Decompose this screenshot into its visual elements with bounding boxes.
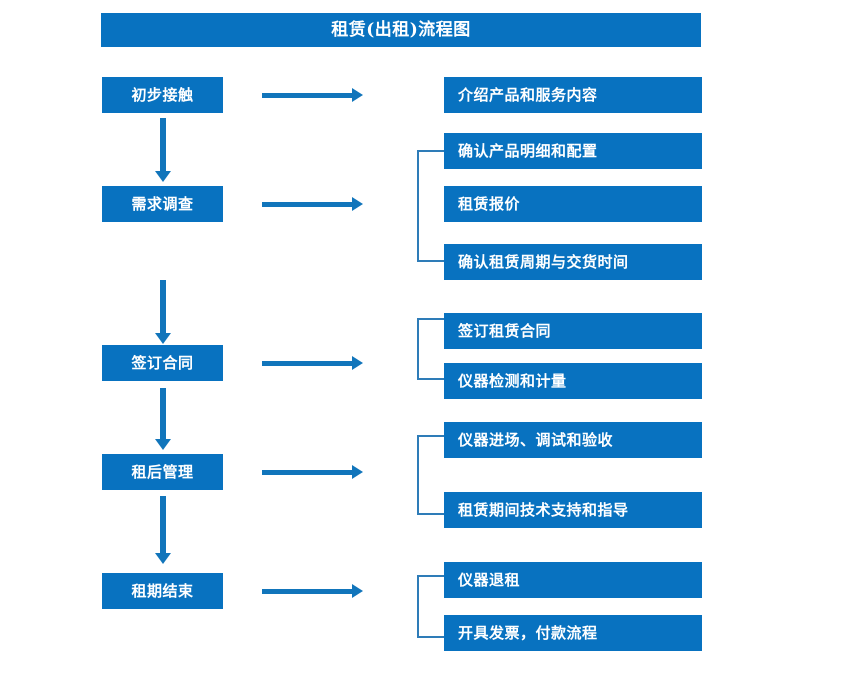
arrow-stage3-to-stage4 <box>155 388 171 450</box>
bracket-group-sign-contract <box>417 318 444 380</box>
detail-box-introduce-products[interactable]: 介绍产品和服务内容 <box>444 77 702 113</box>
arrow-shaft <box>262 93 352 98</box>
diagram-title-banner: 租赁(出租)流程图 <box>101 13 701 47</box>
detail-box-instrument-inspection[interactable]: 仪器检测和计量 <box>444 363 702 399</box>
arrow-head <box>155 439 171 450</box>
detail-box-confirm-period-delivery[interactable]: 确认租赁周期与交货时间 <box>444 244 702 280</box>
arrow-shaft <box>160 496 166 553</box>
arrow-head <box>352 88 363 102</box>
arrow-head <box>352 356 363 370</box>
detail-box-rental-quote[interactable]: 租赁报价 <box>444 186 702 222</box>
arrow-stage2-to-details <box>262 197 363 211</box>
detail-label: 确认产品明细和配置 <box>458 141 598 160</box>
arrow-head <box>352 197 363 211</box>
detail-label: 介绍产品和服务内容 <box>458 85 598 104</box>
arrow-shaft <box>160 118 166 171</box>
arrow-head <box>155 171 171 182</box>
arrow-shaft <box>160 280 166 333</box>
stage-box-sign-contract[interactable]: 签订合同 <box>102 345 223 381</box>
detail-box-instrument-entry-commissioning[interactable]: 仪器进场、调试和验收 <box>444 422 702 458</box>
arrow-stage1-to-stage2 <box>155 118 171 182</box>
arrow-head <box>352 584 363 598</box>
stage-box-demand-survey[interactable]: 需求调查 <box>102 186 223 222</box>
detail-label: 仪器检测和计量 <box>458 371 567 390</box>
arrow-shaft <box>262 470 352 475</box>
detail-box-technical-support[interactable]: 租赁期间技术支持和指导 <box>444 492 702 528</box>
detail-box-instrument-return[interactable]: 仪器退租 <box>444 562 702 598</box>
bracket-group-post-rental <box>417 435 444 515</box>
arrow-stage4-to-details <box>262 465 363 479</box>
detail-box-invoice-payment[interactable]: 开具发票，付款流程 <box>444 615 702 651</box>
stage-box-initial-contact[interactable]: 初步接触 <box>102 77 223 113</box>
bracket-group-demand-survey <box>417 150 444 262</box>
arrow-shaft <box>262 202 352 207</box>
detail-label: 租赁期间技术支持和指导 <box>458 500 629 519</box>
stage-label: 租后管理 <box>131 462 194 481</box>
arrow-stage2-to-stage3 <box>155 280 171 344</box>
stage-label: 租期结束 <box>131 581 194 600</box>
arrow-head <box>155 333 171 344</box>
arrow-shaft <box>262 589 352 594</box>
detail-box-sign-rental-contract[interactable]: 签订租赁合同 <box>444 313 702 349</box>
stage-label: 初步接触 <box>131 85 194 104</box>
stage-box-post-rental-management[interactable]: 租后管理 <box>102 454 223 490</box>
arrow-head <box>352 465 363 479</box>
detail-label: 签订租赁合同 <box>458 321 552 340</box>
arrow-stage1-to-details <box>262 88 363 102</box>
diagram-title-text: 租赁(出租)流程图 <box>331 19 471 40</box>
stage-label: 需求调查 <box>131 194 194 213</box>
detail-box-confirm-product-spec[interactable]: 确认产品明细和配置 <box>444 133 702 169</box>
detail-label: 确认租赁周期与交货时间 <box>458 252 629 271</box>
detail-label: 租赁报价 <box>458 194 521 213</box>
detail-label: 仪器退租 <box>458 570 521 589</box>
detail-label: 开具发票，付款流程 <box>458 623 598 642</box>
arrow-head <box>155 553 171 564</box>
arrow-stage4-to-stage5 <box>155 496 171 564</box>
arrow-shaft <box>262 361 352 366</box>
stage-box-rental-end[interactable]: 租期结束 <box>102 573 223 609</box>
stage-label: 签订合同 <box>131 353 194 372</box>
detail-label: 仪器进场、调试和验收 <box>458 430 614 449</box>
arrow-shaft <box>160 388 166 439</box>
bracket-group-rental-end <box>417 575 444 638</box>
arrow-stage5-to-details <box>262 584 363 598</box>
arrow-stage3-to-details <box>262 356 363 370</box>
